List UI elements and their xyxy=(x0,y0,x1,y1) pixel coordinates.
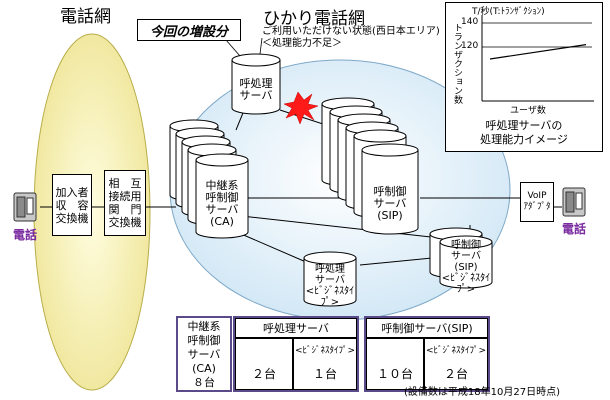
node-subscriber-switch: 加入者 収 容 交換機 xyxy=(52,174,92,236)
inset-tick-140: 140 xyxy=(461,17,479,27)
table-sip-business: ２台 xyxy=(443,367,468,381)
inset-ylabel: T/秒(T:ﾄﾗﾝｻﾞｸｼｮﾝ) xyxy=(472,7,545,17)
table-ca-cell: 中継系 呼制御 サーバ (CA) ８台 xyxy=(187,320,221,389)
table-sip-standard: １０台 xyxy=(376,367,413,381)
node-voip-adapter: VoIP ｱﾀﾞﾌﾟﾀ xyxy=(520,182,554,222)
table-call-header: 呼処理サーバ xyxy=(235,318,357,338)
table-call: 呼処理サーバ ２台 <ﾋﾞｼﾞﾈｽﾀｲﾌﾟ> １台 xyxy=(233,316,359,392)
table-call-business-cell: <ﾋﾞｼﾞﾈｽﾀｲﾌﾟ> １台 xyxy=(293,338,357,390)
note-line1: ご利用いただけない状態(西日本エリア) xyxy=(262,26,440,37)
table-ca: 中継系 呼制御 サーバ (CA) ８台 xyxy=(176,316,232,392)
note-line2: ＜処理能力不足＞ xyxy=(262,38,342,49)
table-call-business: １台 xyxy=(312,367,337,381)
label-call-business: 呼処理 サーバ <ﾋﾞｼﾞﾈｽﾀｲﾌﾟ> xyxy=(305,264,355,308)
table-call-business-label: <ﾋﾞｼﾞﾈｽﾀｲﾌﾟ> xyxy=(294,346,356,356)
inset-chart-box: T/秒(T:ﾄﾗﾝｻﾞｸｼｮﾝ) トランザクション数 140 120 ユーザ数 … xyxy=(445,2,603,152)
increase-label: 今回の増設分 xyxy=(137,19,241,41)
title-hikari: ひかり電話網 xyxy=(263,9,365,29)
series-line xyxy=(489,44,587,60)
table-call-standard-cell: ２台 xyxy=(235,338,293,390)
table-sip-header: 呼制御サーバ(SIP) xyxy=(366,318,488,338)
phone-left-label: 電話 xyxy=(13,228,38,242)
table-sip: 呼制御サーバ(SIP) １０台 <ﾋﾞｼﾞﾈｽﾀｲﾌﾟ> ２台 xyxy=(364,316,490,392)
cylinder-stack-ca xyxy=(169,119,249,239)
footnote: (設備数は平成18年10月27日時点) xyxy=(404,387,560,398)
phone-left-icon xyxy=(13,192,37,222)
phone-right-label: 電話 xyxy=(562,222,587,236)
node-interconnect-switch: 相 互 接続用 関 門 交換機 xyxy=(104,170,146,236)
note-unavailable: ご利用いただけない状態(西日本エリア) ＜処理能力不足＞ xyxy=(262,26,440,50)
cylinder-stack-sip-business xyxy=(429,227,493,289)
inset-xlabel: ユーザ数 xyxy=(510,106,546,116)
title-pstn: 電話網 xyxy=(60,7,111,27)
inset-yaxis-title: トランザクション数 xyxy=(452,23,462,104)
phone-right-icon xyxy=(562,187,586,217)
cylinder-call-server-new xyxy=(231,53,281,115)
label-call-server-new: 呼処理 サーバ xyxy=(239,77,273,102)
inset-caption: 呼処理サーバの 処理能力イメージ xyxy=(480,119,568,146)
burst-icon xyxy=(283,91,319,125)
cylinder-stack-sip xyxy=(321,97,419,235)
table-sip-business-label: <ﾋﾞｼﾞﾈｽﾀｲﾌﾟ> xyxy=(425,346,487,356)
label-ca: 中継系 呼制御 サーバ (CA) xyxy=(205,179,239,228)
cylinder-call-business xyxy=(303,251,357,307)
label-sip-business: 呼制御 サーバ (SIP) <ﾋﾞｼﾞﾈｽﾀｲﾌﾟ> xyxy=(441,240,491,295)
table-call-standard: ２台 xyxy=(251,367,276,381)
inset-chart xyxy=(481,15,594,102)
table-sip-standard-cell: １０台 xyxy=(366,338,424,390)
inset-tick-120: 120 xyxy=(461,41,479,51)
table-sip-business-cell: <ﾋﾞｼﾞﾈｽﾀｲﾌﾟ> ２台 xyxy=(424,338,488,390)
label-sip: 呼制御 サーバ (SIP) xyxy=(373,185,407,222)
